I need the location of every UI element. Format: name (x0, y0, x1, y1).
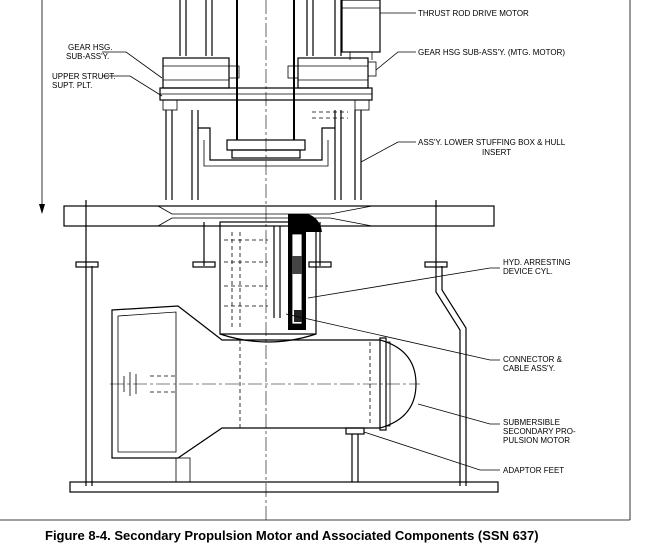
hull-insert-cylinder (219, 221, 317, 343)
leader-lines (102, 12, 500, 471)
label-connector-cable-line2: CABLE ASS'Y. (503, 364, 555, 373)
label-adaptor-feet: ADAPTOR FEET (503, 466, 564, 475)
label-thrust-rod-drive-motor: THRUST ROD DRIVE MOTOR (418, 9, 529, 18)
label-submersible-line2: SECONDARY PRO- (503, 427, 576, 436)
support-frame (165, 110, 362, 200)
figure-caption: Figure 8-4. Secondary Propulsion Motor a… (45, 528, 539, 543)
label-gear-hsg-sub-assy: GEAR HSG. (68, 43, 112, 52)
hyd-arresting-cylinder (273, 214, 322, 330)
dimension-line (39, 0, 45, 214)
propulsion-motor (110, 305, 420, 459)
label-upper-struct-line2: SUPT. PLT. (52, 81, 92, 90)
lower-stuffing-box (226, 139, 306, 159)
lower-frame (69, 266, 499, 493)
upper-struct-support-plate (159, 87, 373, 119)
hull-plate (63, 205, 495, 227)
label-lower-stuffing-box: ASS'Y. LOWER STUFFING BOX & HULL (418, 138, 566, 147)
label-hyd-arresting: HYD. ARRESTING (503, 258, 571, 267)
adaptor-feet (175, 427, 365, 483)
label-gear-hsg-mtg-motor: GEAR HSG SUB-ASS'Y. (MTG. MOTOR) (418, 48, 565, 57)
gear-housing-right (287, 57, 377, 89)
label-lower-stuffing-box-line2: INSERT (482, 148, 511, 157)
gear-housing-left (162, 57, 240, 89)
label-submersible: SUBMERSIBLE (503, 418, 560, 427)
label-submersible-line3: PULSION MOTOR (503, 436, 570, 445)
label-hyd-arresting-line2: DEVICE CYL. (503, 267, 553, 276)
thrust-rod-columns (179, 0, 342, 520)
hull-bolts (75, 200, 448, 268)
label-upper-struct: UPPER STRUCT. (52, 72, 116, 81)
label-gear-hsg-sub-assy-line2: SUB-ASS'Y. (66, 52, 109, 61)
label-connector-cable: CONNECTOR & (503, 355, 563, 364)
thrust-rod-drive-motor (341, 0, 381, 60)
